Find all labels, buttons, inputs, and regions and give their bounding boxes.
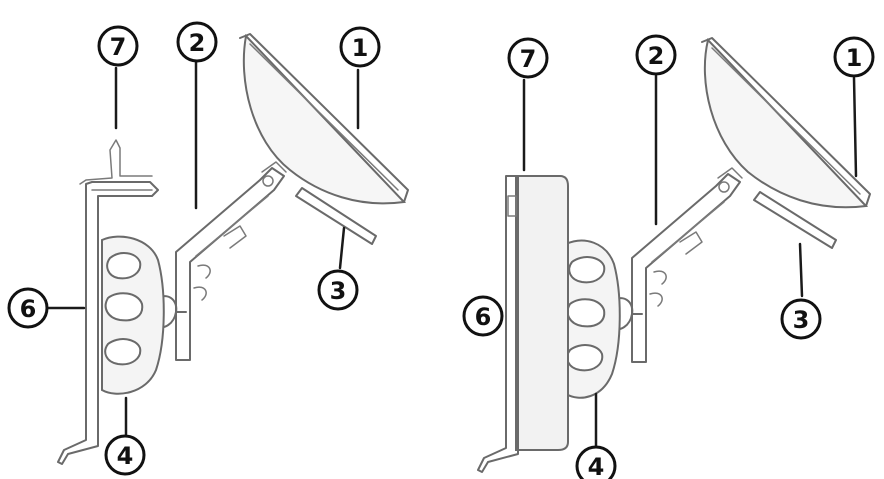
release-lever bbox=[753, 191, 837, 249]
svg-text:4: 4 bbox=[588, 453, 605, 479]
svg-text:3: 3 bbox=[330, 277, 347, 305]
svg-text:6: 6 bbox=[20, 295, 37, 323]
left-view-mount: 7 2 1 3 6 4 bbox=[7, 21, 409, 476]
callout-6: 6 bbox=[462, 295, 504, 337]
leader-1 bbox=[852, 76, 858, 178]
right-view-mount: 7 2 1 3 6 4 bbox=[462, 34, 875, 479]
callout-1: 1 bbox=[339, 26, 381, 68]
leader-3 bbox=[798, 242, 804, 298]
svg-text:7: 7 bbox=[110, 33, 127, 61]
cradle bbox=[57, 139, 159, 465]
cradle bbox=[477, 175, 519, 473]
callout-7: 7 bbox=[97, 25, 139, 67]
leader-3 bbox=[338, 226, 346, 270]
callout-7: 7 bbox=[507, 37, 549, 79]
callout-3: 3 bbox=[317, 269, 359, 311]
callout-1: 1 bbox=[833, 36, 875, 78]
svg-text:2: 2 bbox=[648, 42, 665, 70]
svg-text:3: 3 bbox=[793, 306, 810, 334]
suction-cup bbox=[239, 33, 409, 205]
callout-3: 3 bbox=[780, 298, 822, 340]
mounting-arm bbox=[631, 167, 743, 363]
callout-6: 6 bbox=[7, 287, 49, 329]
callout-2: 2 bbox=[176, 21, 218, 63]
callout-4: 4 bbox=[104, 434, 146, 476]
locking-knob bbox=[101, 235, 165, 395]
svg-text:2: 2 bbox=[189, 29, 206, 57]
suction-cup bbox=[701, 37, 871, 209]
callout-4: 4 bbox=[575, 445, 617, 479]
callout-2: 2 bbox=[635, 34, 677, 76]
svg-text:1: 1 bbox=[352, 34, 369, 62]
release-lever bbox=[295, 187, 377, 245]
svg-text:4: 4 bbox=[117, 442, 134, 470]
svg-text:7: 7 bbox=[520, 45, 537, 73]
mounting-arm bbox=[175, 161, 287, 361]
locking-knob bbox=[565, 239, 621, 399]
navigation-device bbox=[507, 175, 569, 451]
svg-text:1: 1 bbox=[846, 44, 863, 72]
svg-text:6: 6 bbox=[475, 303, 492, 331]
